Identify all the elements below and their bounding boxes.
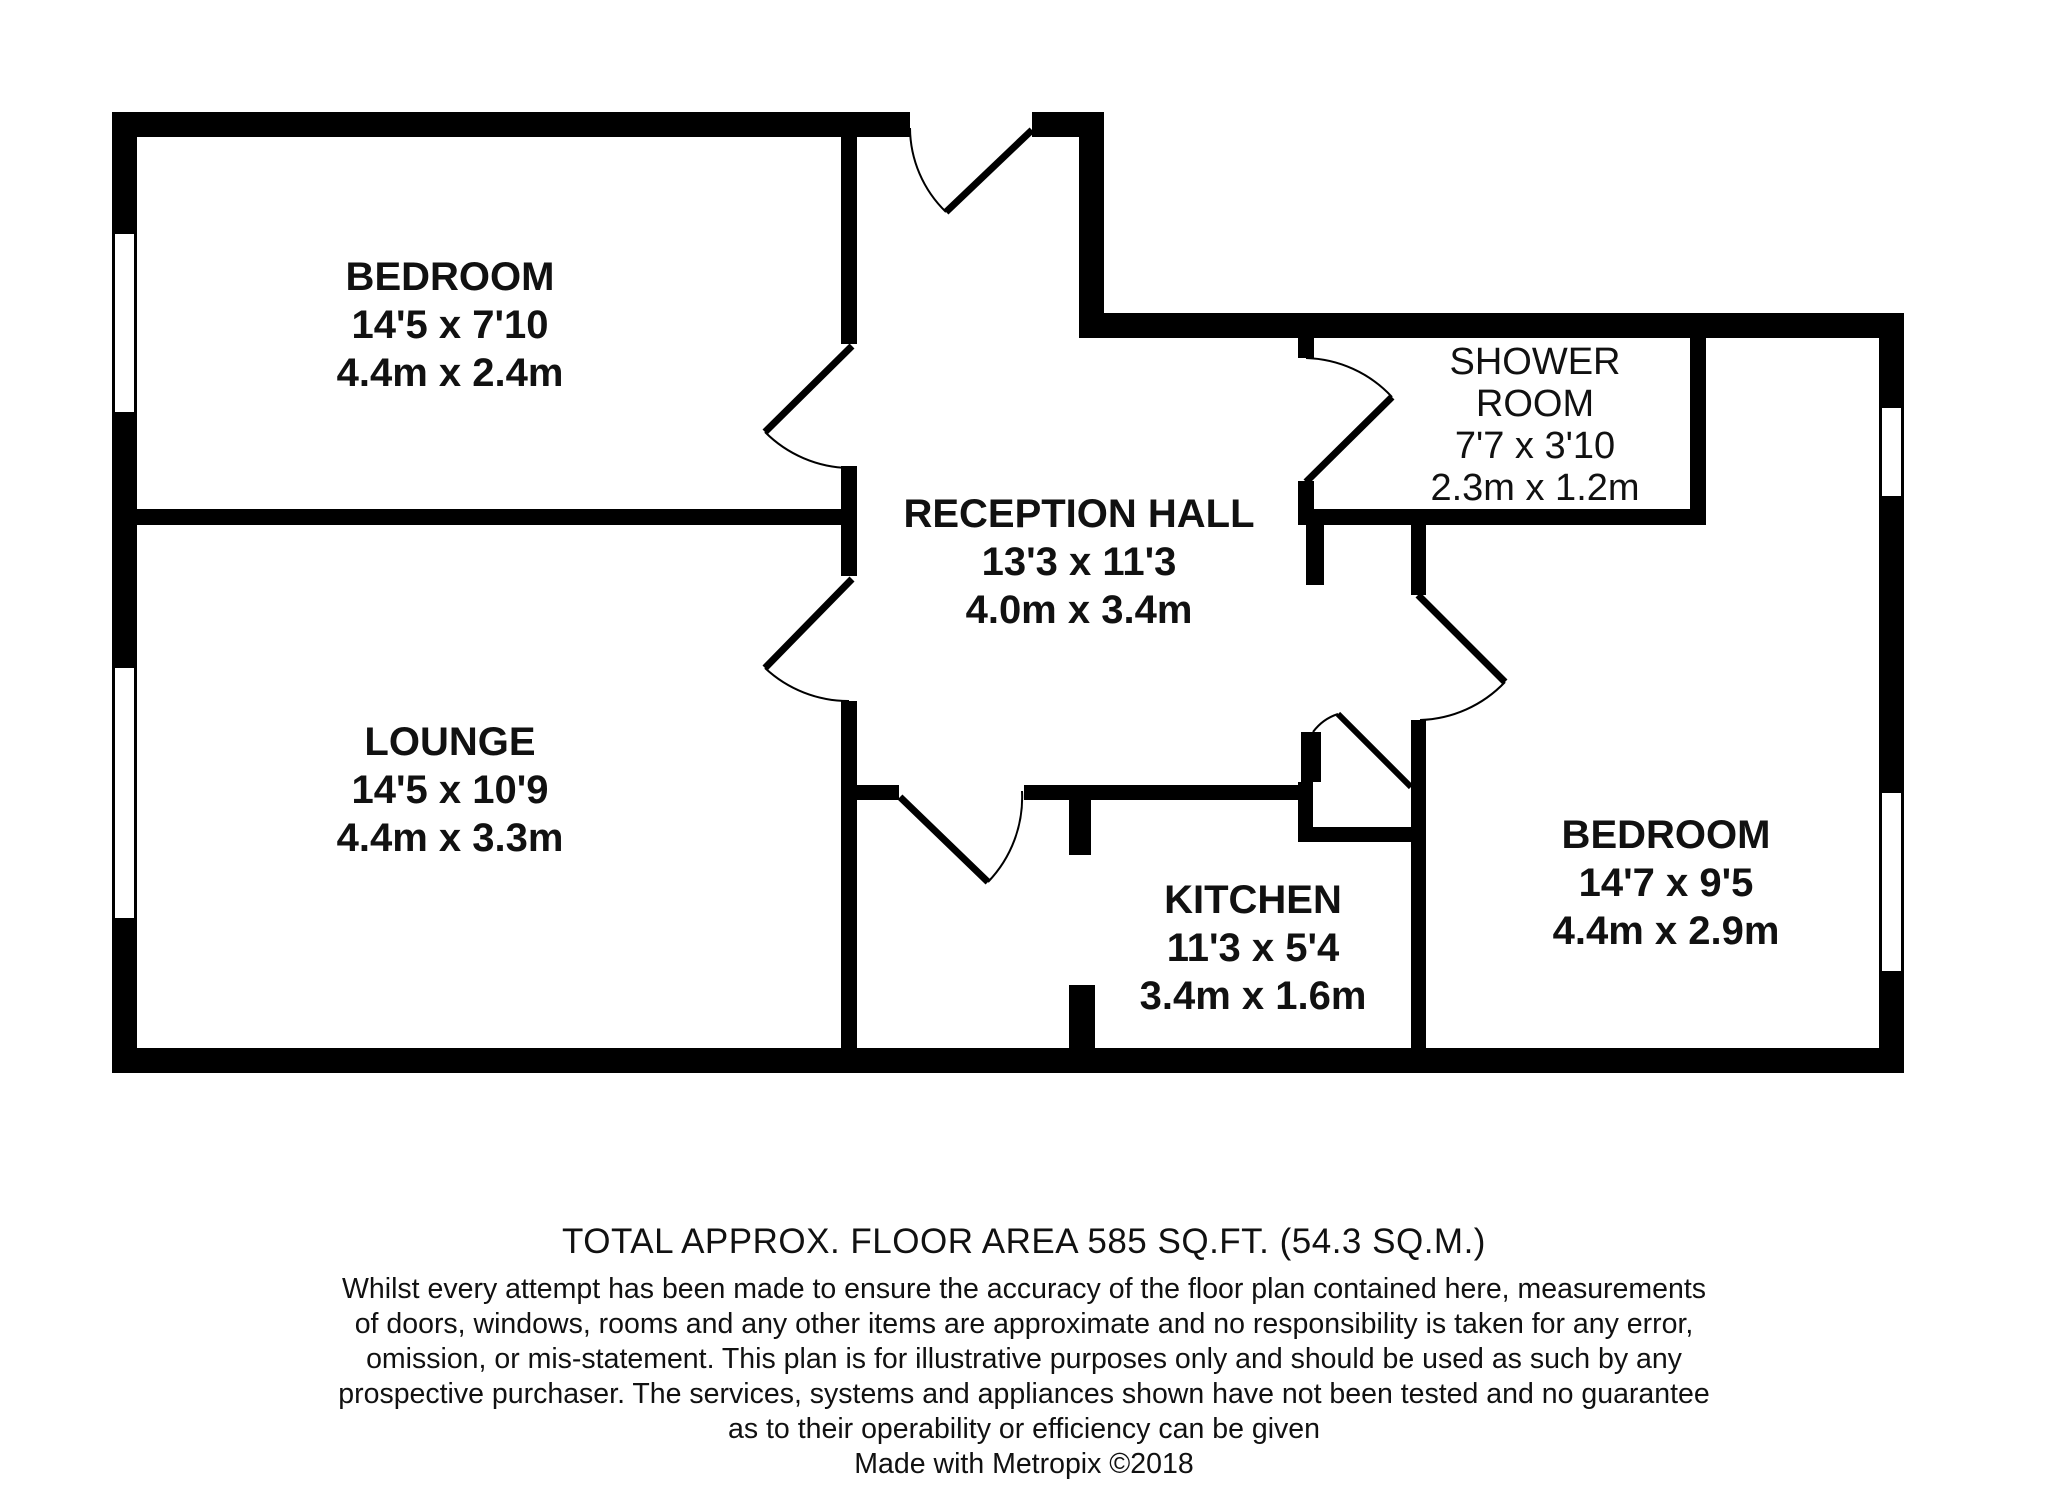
disclaimer-line: prospective purchaser. The services, sys… [338, 1378, 1710, 1410]
cupboard-door-arc [1312, 713, 1339, 733]
bedroom-1-door-arc [764, 431, 850, 469]
room-name: KITCHEN [1164, 878, 1342, 922]
room-dimensions-imperial: 11'3 x 5'4 [1166, 926, 1340, 970]
bedroom-2-door-arc [1419, 681, 1506, 721]
lounge-door-leaf [762, 576, 855, 671]
room-name: BEDROOM [345, 255, 555, 299]
room-dimensions-imperial: 14'5 x 7'10 [351, 303, 549, 347]
room-dimensions-imperial: 7'7 x 3'10 [1454, 425, 1616, 467]
room-name: LOUNGE [364, 720, 536, 764]
internal-walls [137, 137, 1706, 1048]
room-name: BEDROOM [1561, 813, 1771, 857]
room-label-bedroom-2: BEDROOM 14'7 x 9'5 4.4m x 2.9m [1553, 811, 1780, 955]
kitchen-door-arc [987, 790, 1024, 883]
room-dimensions-metric: 3.4m x 1.6m [1139, 974, 1367, 1018]
disclaimer-line: omission, or mis-statement. This plan is… [366, 1343, 1682, 1375]
room-label-shower-room: SHOWER ROOM 7'7 x 3'10 2.3m x 1.2m [1430, 341, 1639, 509]
room-dimensions-metric: 4.0m x 3.4m [965, 588, 1193, 632]
metropix-credit: Made with Metropix ©2018 [854, 1448, 1194, 1480]
disclaimer-line: Whilst every attempt has been made to en… [342, 1273, 1706, 1305]
room-name-line-1: SHOWER [1449, 341, 1621, 383]
disclaimer: Whilst every attempt has been made to en… [0, 1272, 2048, 1447]
shower-door-leaf [1303, 394, 1395, 485]
room-name-line-2: ROOM [1475, 383, 1595, 425]
window-bedroom-2-top [1880, 406, 1903, 498]
room-dimensions-imperial: 13'3 x 11'3 [981, 540, 1177, 584]
front-door-arc [909, 127, 947, 213]
windows [113, 232, 1903, 973]
total-floor-area: TOTAL APPROX. FLOOR AREA 585 SQ.FT. (54.… [562, 1222, 1486, 1261]
disclaimer-line: as to their operability or efficiency ca… [728, 1413, 1320, 1445]
room-name: RECEPTION HALL [903, 492, 1255, 536]
bedroom-1-door-leaf [762, 343, 855, 435]
room-dimensions-metric: 4.4m x 2.4m [336, 351, 564, 395]
bedroom-2-door-leaf [1415, 592, 1508, 685]
kitchen-door-leaf [897, 794, 991, 885]
room-dimensions-metric: 4.4m x 3.3m [336, 816, 564, 860]
room-dimensions-imperial: 14'7 x 9'5 [1578, 861, 1754, 905]
window-bedroom-2-bottom [1880, 791, 1903, 973]
disclaimer-line: of doors, windows, rooms and any other i… [354, 1308, 1694, 1340]
room-label-reception-hall: RECEPTION HALL 13'3 x 11'3 4.0m x 3.4m [903, 490, 1254, 634]
front-door-leaf [943, 127, 1035, 215]
room-label-bedroom-1: BEDROOM 14'5 x 7'10 4.4m x 2.4m [337, 253, 564, 397]
room-dimensions-metric: 4.4m x 2.9m [1552, 909, 1780, 953]
window-bedroom-1 [113, 232, 136, 414]
room-dimensions-metric: 2.3m x 1.2m [1430, 467, 1640, 509]
window-lounge [113, 666, 136, 920]
lounge-door-arc [764, 667, 850, 703]
room-label-lounge: LOUNGE 14'5 x 10'9 4.4m x 3.3m [337, 718, 564, 862]
room-dimensions-imperial: 14'5 x 10'9 [351, 768, 549, 812]
room-label-kitchen: KITCHEN 11'3 x 5'4 3.4m x 1.6m [1140, 876, 1367, 1020]
cupboard-door-leaf [1335, 711, 1414, 790]
door-swings [762, 127, 1508, 885]
shower-door-arc [1305, 357, 1393, 398]
